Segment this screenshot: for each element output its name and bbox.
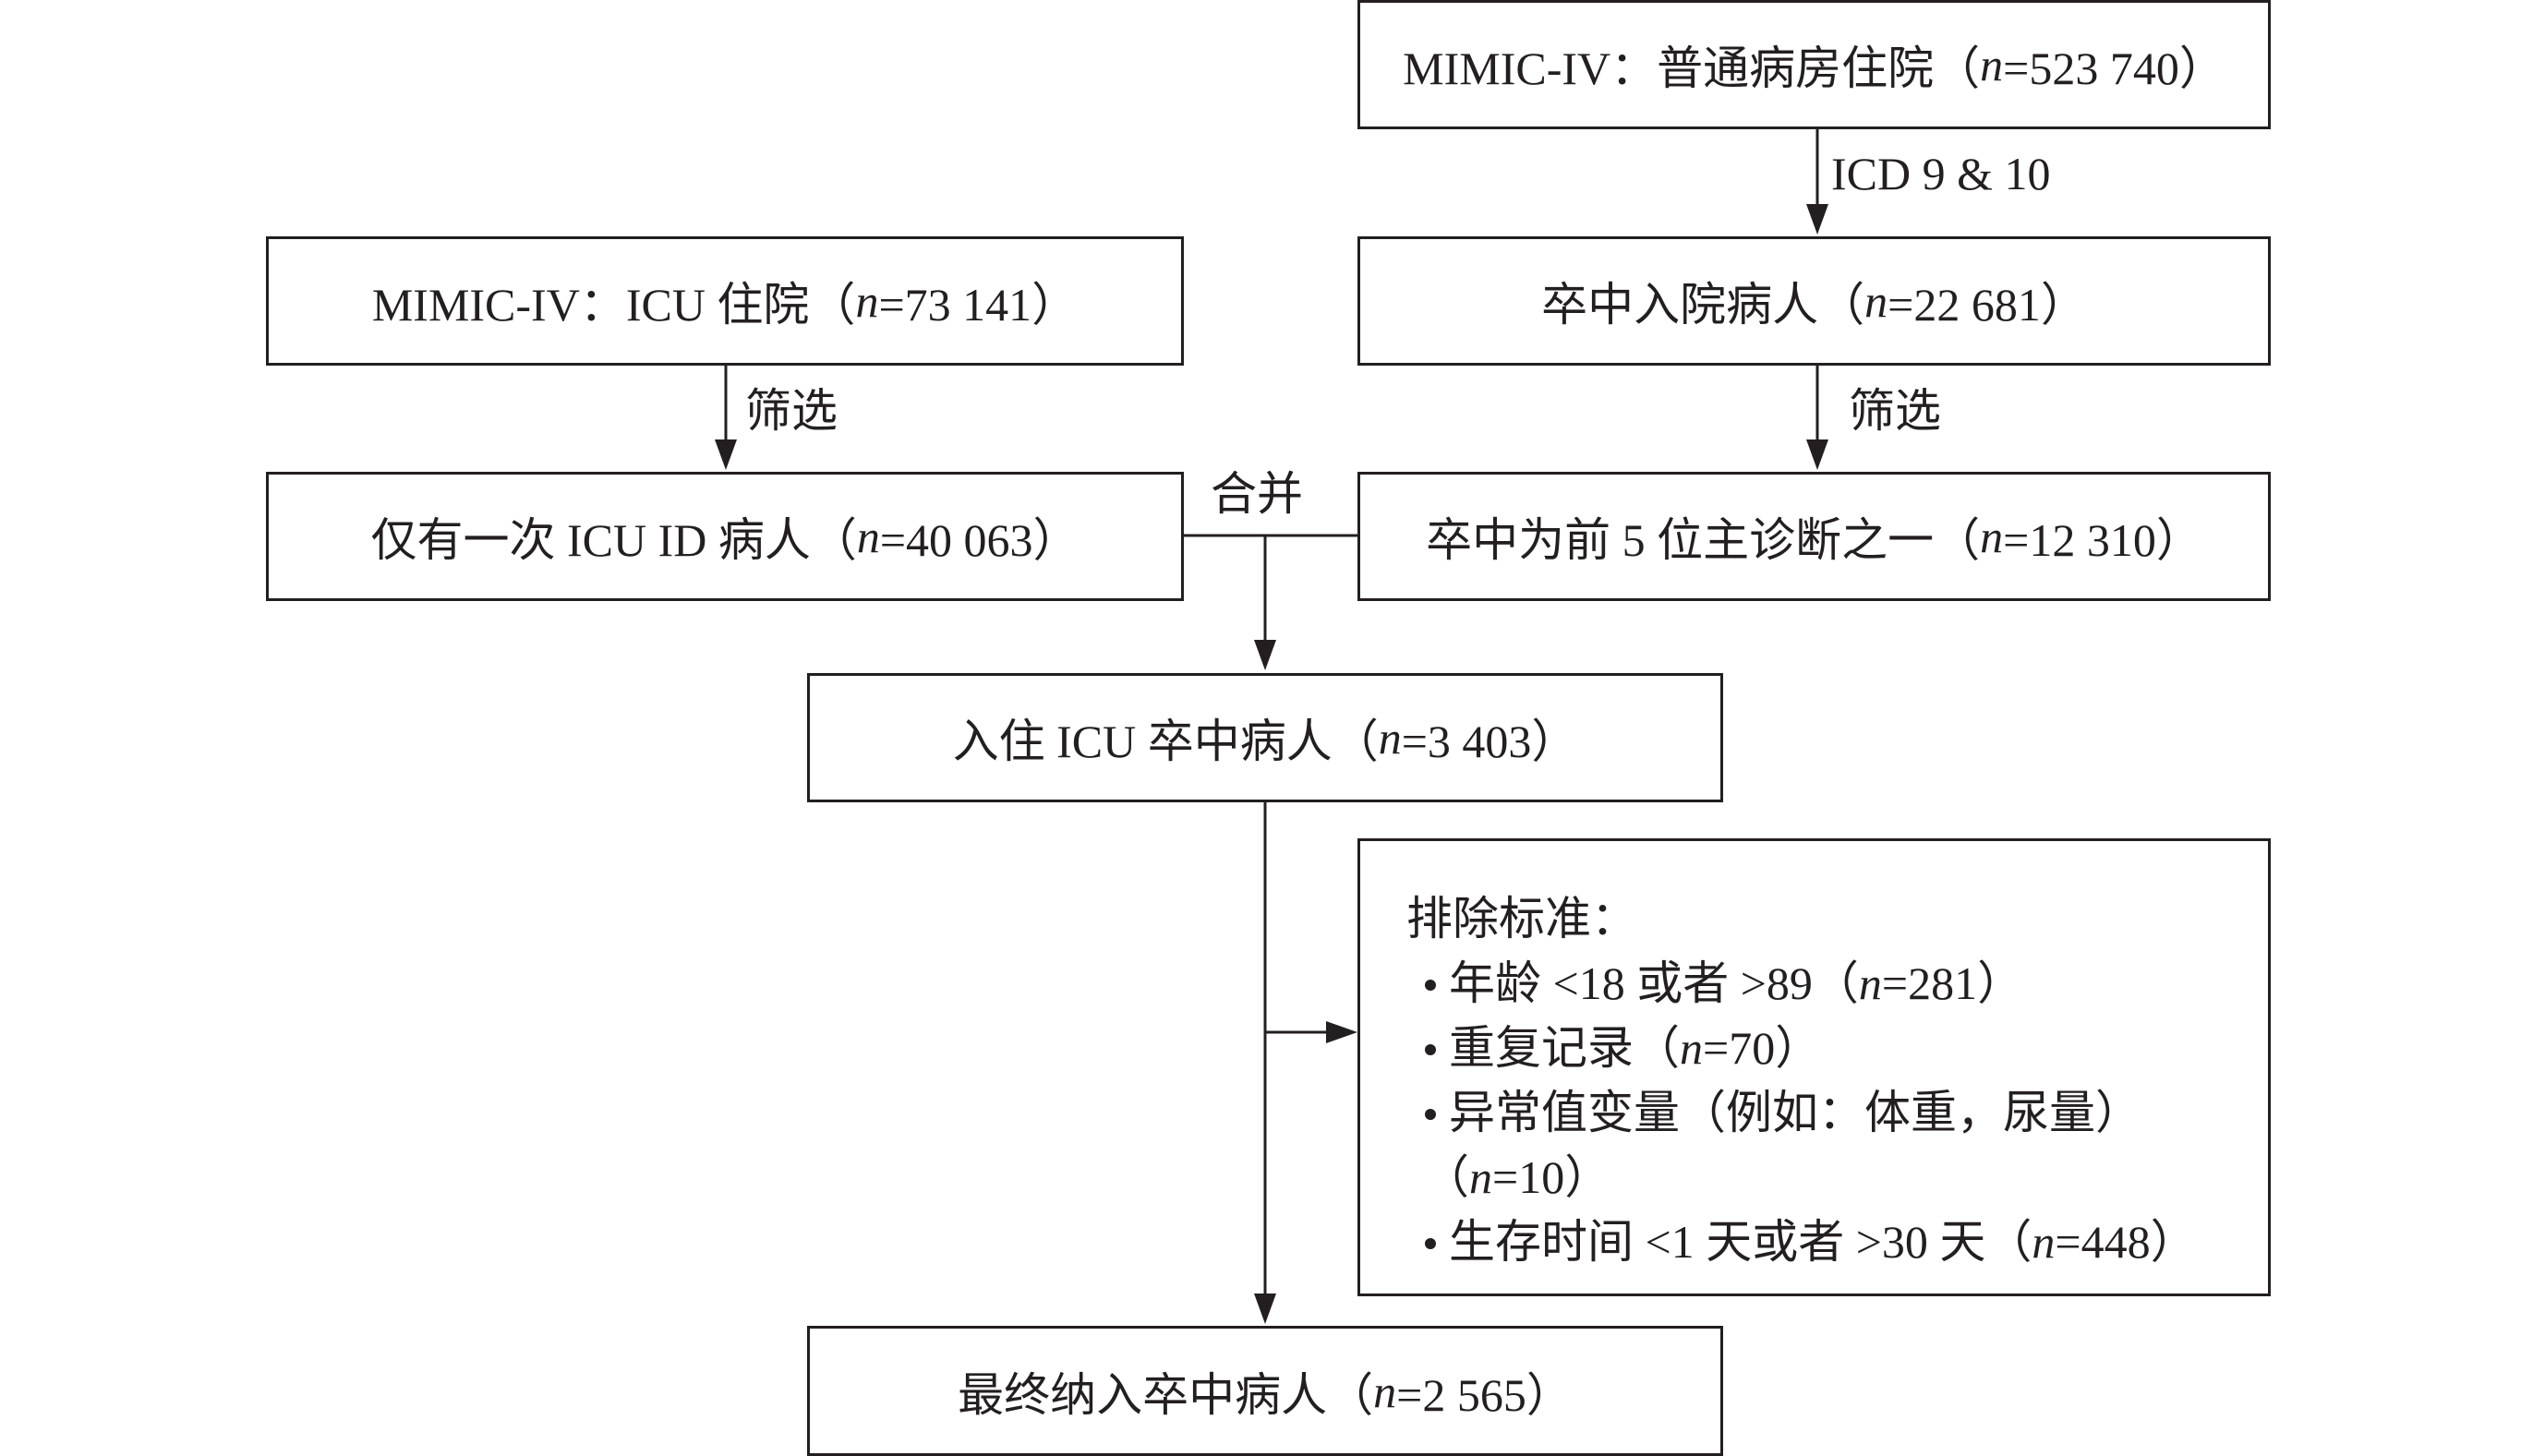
exclusion-item-prefix: 生存时间 <1 天或者 >30 天（ [1449, 1216, 2032, 1268]
node-single-icu-prefix: 仅有一次 ICU ID 病人（ [370, 514, 857, 566]
node-single-icu: 仅有一次 ICU ID 病人（n=40 063） [266, 472, 1184, 601]
edge-label-merge: 合并 [1211, 468, 1303, 520]
exclusion-criteria-box: 排除标准： 年龄 <18 或者 >89（n=281） 重复记录（n=70） 异常… [1357, 838, 2271, 1296]
edge-label-filter-left: 筛选 [745, 385, 838, 437]
node-final-prefix: 最终纳入卒中病人（ [958, 1368, 1374, 1421]
bullet-icon [1425, 1237, 1436, 1249]
node-single-icu-suffix: =40 063） [879, 514, 1080, 566]
exclusion-item-prefix: 异常值变量（例如：体重，尿量） [1449, 1087, 2141, 1138]
n-label: n [1980, 511, 2004, 562]
node-top5-diagnosis-prefix: 卒中为前 5 位主诊断之一（ [1426, 514, 1981, 566]
exclusion-item-suffix: =281） [1881, 957, 2024, 1009]
node-general-ward-suffix: =523 740） [2003, 42, 2225, 94]
n-label: n [1680, 1022, 1703, 1074]
node-final: 最终纳入卒中病人（n=2 565） [807, 1326, 1723, 1456]
exclusion-item-suffix: =10） [1492, 1151, 1611, 1203]
edge-label-icd: ICD 9 & 10 [1831, 148, 2051, 199]
arrowhead-icon [715, 439, 737, 470]
arrowhead-icon [1806, 204, 1828, 235]
n-label: n [1858, 957, 1882, 1009]
n-label: n [1373, 1365, 1397, 1417]
n-label: n [1378, 712, 1402, 764]
arrowhead-icon [1254, 1294, 1276, 1324]
node-stroke-admission: 卒中入院病人（n=22 681） [1357, 236, 2271, 366]
node-icu-stroke-suffix: =3 403） [1401, 716, 1578, 767]
node-icu-admission: MIMIC-IV：ICU 住院（n=73 141） [266, 236, 1184, 366]
node-general-ward: MIMIC-IV：普通病房住院（n=523 740） [1357, 0, 2271, 129]
bullet-icon [1425, 1043, 1436, 1055]
node-top5-diagnosis-suffix: =12 310） [2003, 514, 2202, 566]
exclusion-item-suffix: =448） [2055, 1216, 2197, 1268]
exclusion-item-suffix: =70） [1703, 1022, 1822, 1074]
edge-label-filter-right: 筛选 [1849, 385, 1941, 437]
node-general-ward-prefix: MIMIC-IV：普通病房住院（ [1403, 42, 1981, 94]
n-label: n [1864, 275, 1888, 327]
bullet-icon [1425, 979, 1436, 991]
exclusion-item: 异常值变量（例如：体重，尿量） [1425, 1076, 2141, 1142]
node-icu-stroke: 入住 ICU 卒中病人（n=3 403） [807, 673, 1723, 802]
arrowhead-icon [1326, 1021, 1357, 1043]
exclusion-item: 年龄 <18 或者 >89（n=281） [1425, 946, 2023, 1013]
n-label: n [1469, 1151, 1492, 1203]
node-icu-admission-suffix: =73 141） [878, 279, 1079, 331]
n-label: n [855, 275, 879, 327]
node-icu-stroke-prefix: 入住 ICU 卒中病人（ [952, 716, 1379, 767]
exclusion-item: 重复记录（n=70） [1425, 1011, 1821, 1077]
node-stroke-admission-prefix: 卒中入院病人（ [1541, 279, 1865, 331]
exclusion-item-continuation: （n=10） [1423, 1140, 1610, 1207]
arrowhead-icon [1806, 439, 1828, 470]
n-label: n [856, 511, 880, 562]
n-label: n [1980, 39, 2004, 90]
arrowhead-icon [1254, 640, 1276, 670]
exclusion-item-prefix: 年龄 <18 或者 >89（ [1449, 957, 1859, 1009]
node-final-suffix: =2 565） [1396, 1368, 1573, 1421]
node-top5-diagnosis: 卒中为前 5 位主诊断之一（n=12 310） [1357, 472, 2271, 601]
bullet-icon [1425, 1108, 1436, 1120]
exclusion-item-prefix: 重复记录（ [1449, 1022, 1680, 1074]
node-stroke-admission-suffix: =22 681） [1888, 279, 2087, 331]
exclusion-heading: 排除标准： [1406, 893, 1637, 945]
exclusion-item-prefix: （ [1423, 1151, 1469, 1203]
exclusion-item: 生存时间 <1 天或者 >30 天（n=448） [1425, 1205, 2197, 1271]
n-label: n [2032, 1216, 2056, 1268]
node-icu-admission-prefix: MIMIC-IV：ICU 住院（ [371, 279, 856, 331]
